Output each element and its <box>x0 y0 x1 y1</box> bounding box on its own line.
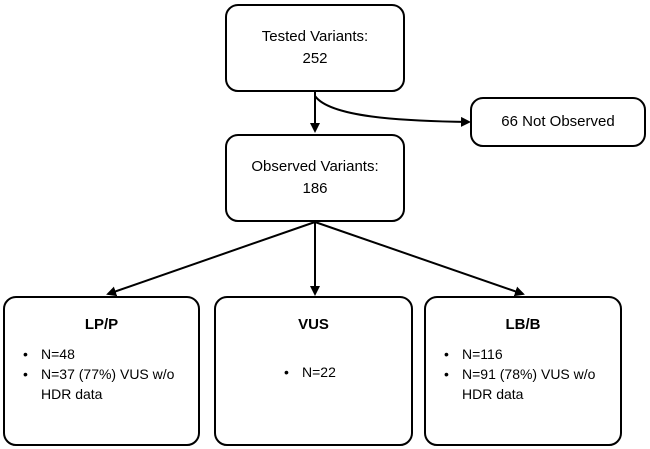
bullet-item: N=37 (77%) VUS w/o HDR data <box>23 364 193 404</box>
not-observed-label: 66 Not Observed <box>501 113 615 130</box>
category-title: LB/B <box>505 316 541 333</box>
category-title: VUS <box>298 316 329 333</box>
category-title: LP/P <box>84 316 119 333</box>
tested-variants-count: 252 <box>302 50 328 67</box>
arrow-observed-to-lb-b <box>314 221 525 297</box>
not-observed-box: 66 Not Observed <box>470 97 646 147</box>
bullet-list: N=22 <box>284 362 404 382</box>
arrow-tested-to-not-observed <box>314 95 471 127</box>
category-box-lp-p: LP/P N=48 N=37 (77%) VUS w/o HDR data <box>3 296 200 446</box>
bullet-item: N=91 (78%) VUS w/o HDR data <box>444 364 614 404</box>
bullet-list: N=48 N=37 (77%) VUS w/o HDR data <box>23 344 193 404</box>
bullet-item: N=22 <box>284 362 404 382</box>
tested-variants-box: Tested Variants: 252 <box>225 4 405 92</box>
category-box-lb-b: LB/B N=116 N=91 (78%) VUS w/o HDR data <box>424 296 622 446</box>
bullet-item: N=116 <box>444 344 614 364</box>
tested-variants-label: Tested Variants: <box>261 28 369 45</box>
bullet-item: N=48 <box>23 344 193 364</box>
observed-variants-label: Observed Variants: <box>251 158 379 175</box>
arrow-observed-to-lp-p <box>106 221 316 297</box>
category-box-vus: VUS N=22 <box>214 296 413 446</box>
observed-variants-count: 186 <box>302 180 328 197</box>
observed-variants-box: Observed Variants: 186 <box>225 134 405 222</box>
bullet-list: N=116 N=91 (78%) VUS w/o HDR data <box>444 344 614 404</box>
